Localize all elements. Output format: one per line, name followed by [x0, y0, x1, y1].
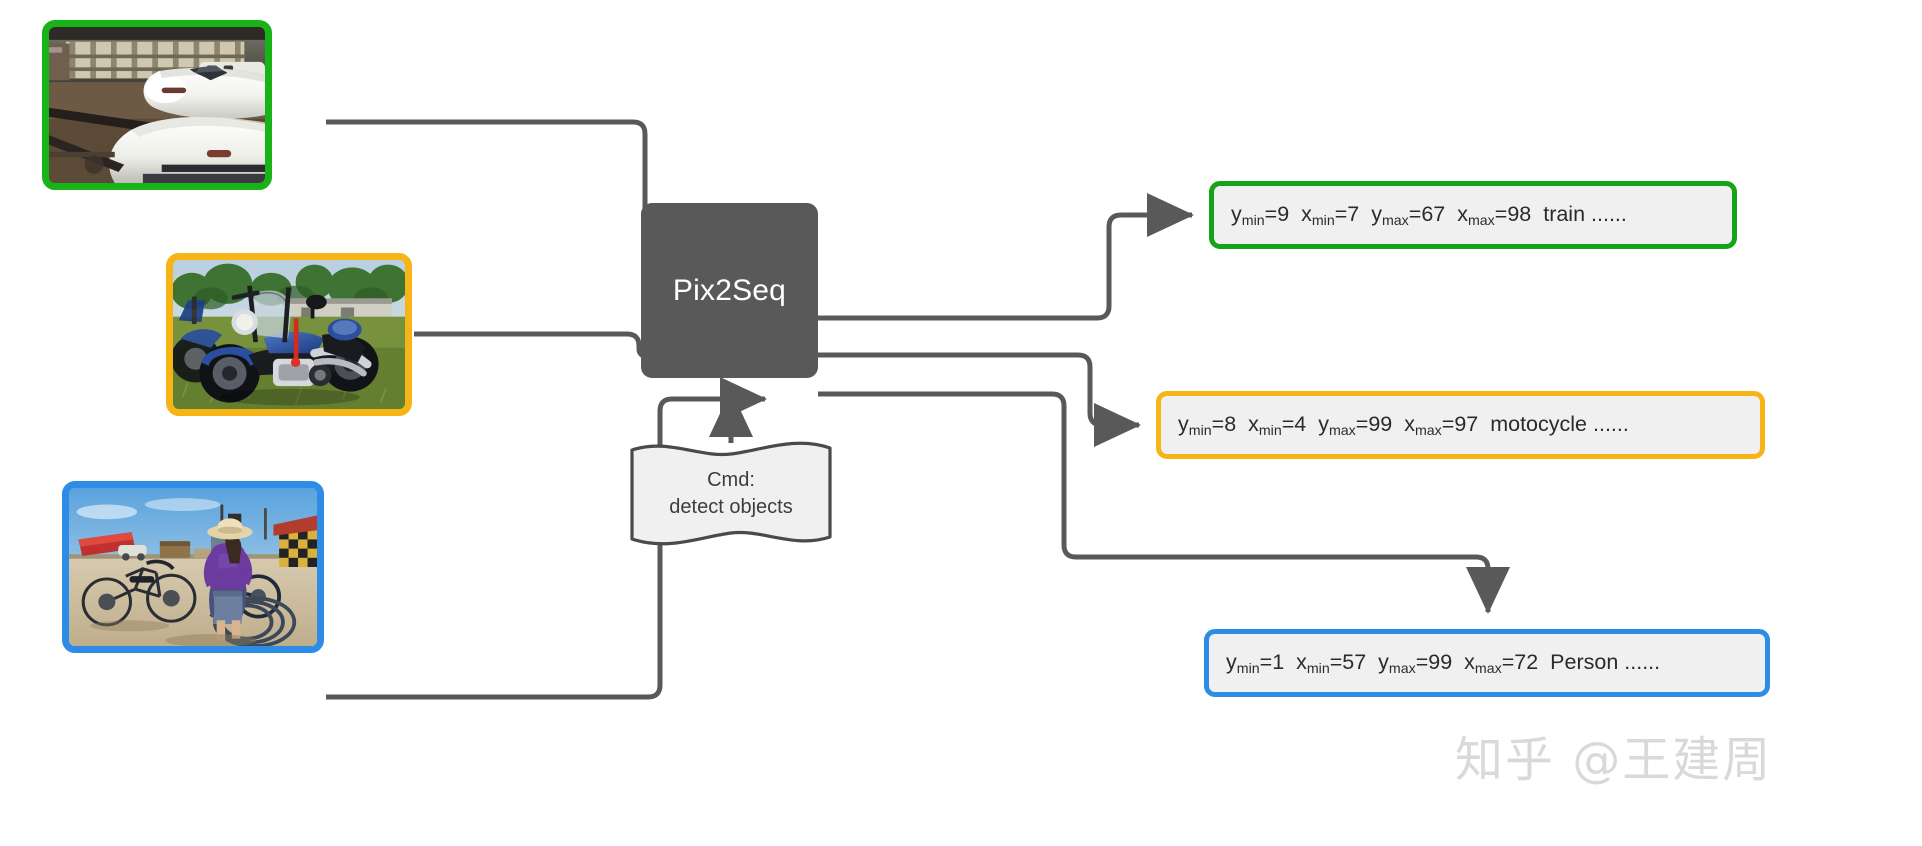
- output-class-label: train: [1543, 202, 1586, 227]
- token-xmin-sub: min: [1306, 661, 1330, 678]
- token-ymin-key: y: [1178, 412, 1189, 437]
- token-ymax-value: 99: [1428, 650, 1453, 675]
- token-xmin-key: x: [1301, 202, 1312, 227]
- token-ymin-value: 9: [1277, 202, 1290, 227]
- token-xmin-key: x: [1296, 650, 1307, 675]
- output-box-motorcycle[interactable]: ymin=8 xmin=4 ymax=99 xmax=97 motocycle …: [1156, 391, 1765, 459]
- token-xmax-sub: max: [1467, 213, 1495, 230]
- token-ymax-sub: max: [1381, 213, 1409, 230]
- token-xmin-sub: min: [1258, 423, 1282, 440]
- token-xmin-value: 57: [1342, 650, 1367, 675]
- token-ymin-key: y: [1231, 202, 1242, 227]
- token-ymin-value: 8: [1224, 412, 1237, 437]
- watermark: 知乎 @王建周: [1455, 732, 1773, 788]
- token-xmax-value: 98: [1507, 202, 1532, 227]
- token-xmax-sub: max: [1414, 423, 1442, 440]
- token-ymax-value: 67: [1421, 202, 1446, 227]
- output-box-person[interactable]: ymin=1 xmin=57 ymax=99 xmax=72 Person ..…: [1204, 629, 1770, 697]
- token-xmax-key: x: [1457, 202, 1468, 227]
- banner-shape-icon: [630, 441, 832, 546]
- person-bicycle-photo: [69, 488, 317, 646]
- model-box-pix2seq[interactable]: Pix2Seq: [641, 203, 818, 378]
- token-ymin-sub: min: [1241, 213, 1265, 230]
- token-xmax-value: 72: [1514, 650, 1539, 675]
- input-image-train[interactable]: [42, 20, 272, 190]
- output-ellipsis: ......: [1591, 202, 1627, 227]
- connector-model-to-motorcycle-output: [818, 352, 1141, 447]
- output-text-motorcycle: ymin=8 xmin=4 ymax=99 xmax=97 motocycle …: [1178, 412, 1629, 440]
- connector-model-to-train-output: [818, 193, 1194, 321]
- token-xmax-value: 97: [1454, 412, 1479, 437]
- model-label: Pix2Seq: [672, 273, 787, 307]
- token-ymax-key: y: [1378, 650, 1389, 675]
- token-ymax-key: y: [1371, 202, 1382, 227]
- token-ymin-value: 1: [1272, 650, 1285, 675]
- token-xmin-key: x: [1248, 412, 1259, 437]
- token-xmin-value: 4: [1294, 412, 1307, 437]
- command-banner[interactable]: Cmd: detect objects: [628, 440, 834, 547]
- token-xmin-value: 7: [1347, 202, 1360, 227]
- token-ymin-key: y: [1226, 650, 1237, 675]
- motorcycle-photo: [173, 260, 405, 409]
- token-ymax-key: y: [1318, 412, 1329, 437]
- token-xmin-sub: min: [1311, 213, 1335, 230]
- token-ymin-sub: min: [1188, 423, 1212, 440]
- input-image-motorcycle[interactable]: [166, 253, 412, 416]
- token-xmax-sub: max: [1474, 661, 1502, 678]
- output-class-label: motocycle: [1490, 412, 1588, 437]
- token-ymax-sub: max: [1328, 423, 1356, 440]
- input-image-person-bicycle[interactable]: [62, 481, 324, 653]
- token-xmax-key: x: [1404, 412, 1415, 437]
- token-ymin-sub: min: [1236, 661, 1260, 678]
- output-text-person: ymin=1 xmin=57 ymax=99 xmax=72 Person ..…: [1226, 650, 1661, 678]
- token-xmax-key: x: [1464, 650, 1475, 675]
- output-ellipsis: ......: [1593, 412, 1629, 437]
- output-class-label: Person: [1550, 650, 1619, 675]
- token-ymax-sub: max: [1388, 661, 1416, 678]
- output-ellipsis: ......: [1624, 650, 1661, 675]
- train-photo: [49, 27, 265, 183]
- output-text-train: ymin=9 xmin=7 ymax=67 xmax=98 train ....…: [1231, 202, 1627, 230]
- token-ymax-value: 99: [1368, 412, 1393, 437]
- output-box-train[interactable]: ymin=9 xmin=7 ymax=67 xmax=98 train ....…: [1209, 181, 1737, 249]
